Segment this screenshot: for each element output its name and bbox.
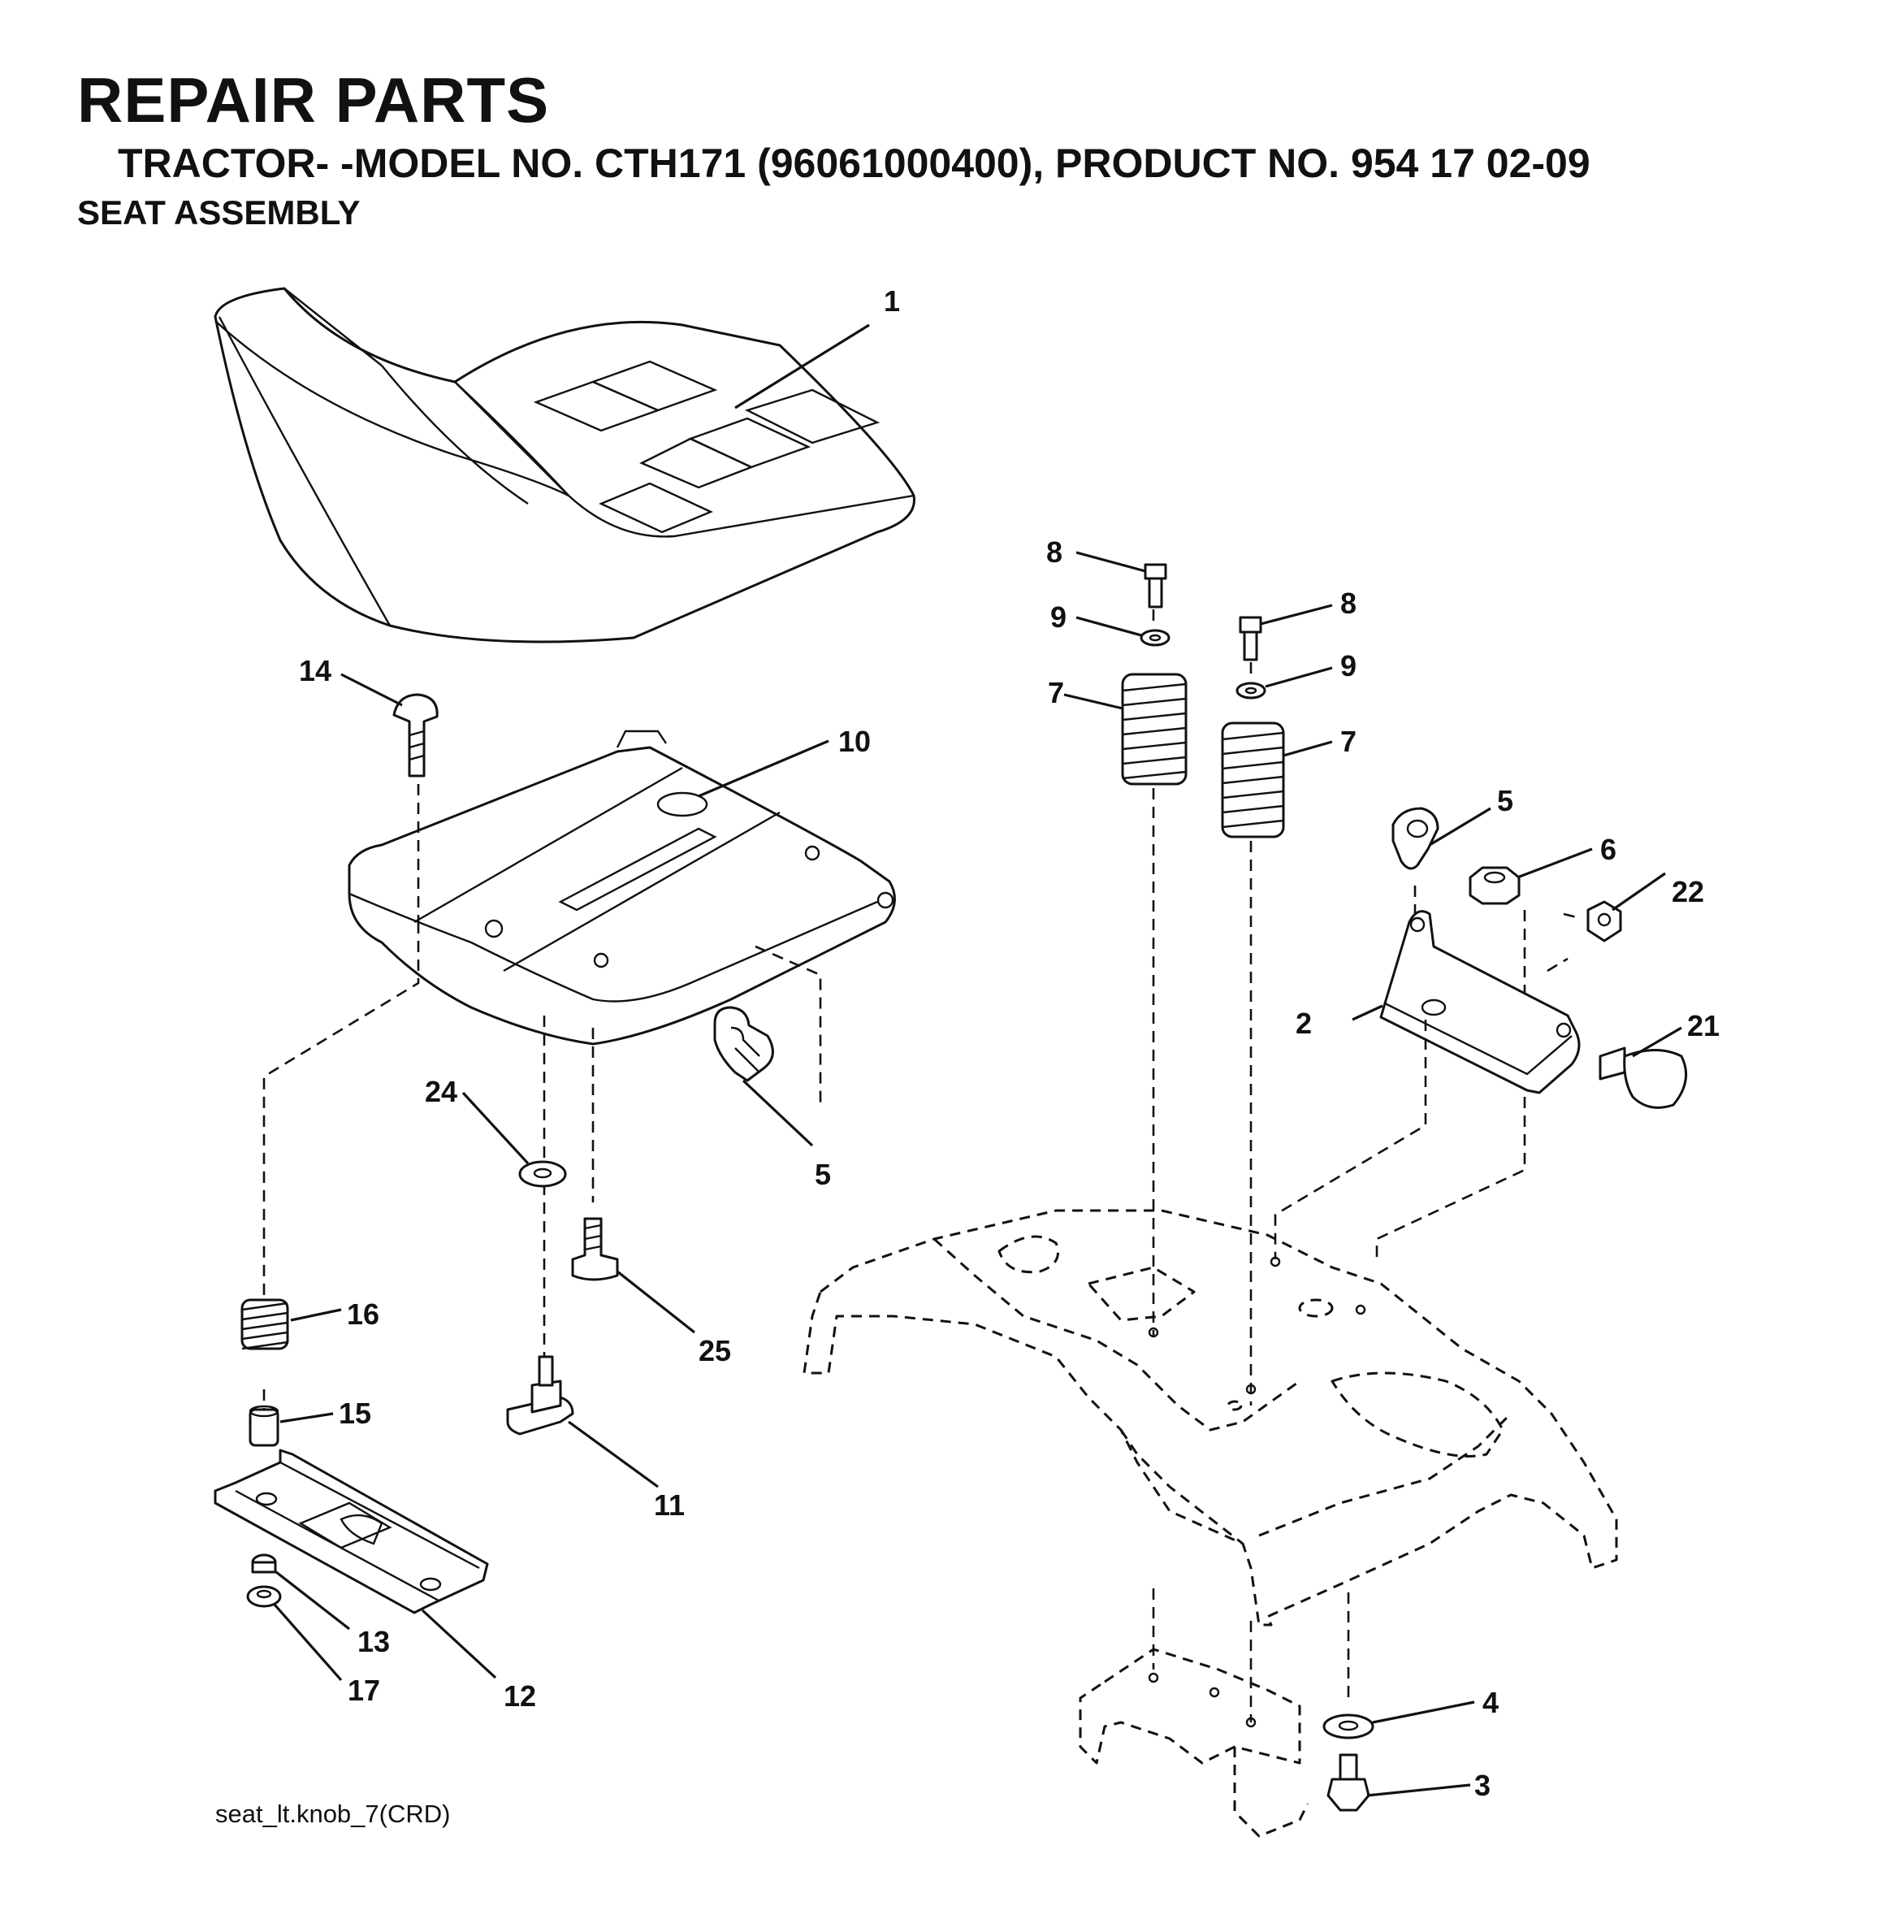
callout-17: 17 xyxy=(348,1674,380,1707)
drawing-id: seat_lt.knob_7(CRD) xyxy=(215,1800,451,1828)
section-title: SEAT ASSEMBLY xyxy=(77,193,361,232)
nut-part-17 xyxy=(246,1585,282,1608)
seat-part-1 xyxy=(214,287,915,643)
spacer-part-15 xyxy=(249,1405,279,1447)
leader-3 xyxy=(1366,1783,1471,1797)
model-subtitle: TRACTOR- -MODEL NO. CTH171 (96061000400)… xyxy=(118,141,1590,186)
spring-part-7-left xyxy=(1121,673,1188,786)
callout-9-right: 9 xyxy=(1340,649,1357,682)
seat-pan-part-10 xyxy=(348,730,896,1046)
callout-22: 22 xyxy=(1672,875,1704,908)
leader-12 xyxy=(421,1609,497,1679)
leader-4 xyxy=(1372,1700,1475,1724)
knob-part-11 xyxy=(506,1355,574,1436)
plate-part-12 xyxy=(214,1449,489,1614)
nut-part-6 xyxy=(1469,866,1521,905)
nut-part-13 xyxy=(251,1553,277,1574)
callout-6: 6 xyxy=(1600,833,1616,866)
callout-4: 4 xyxy=(1482,1686,1499,1719)
leader-14 xyxy=(340,673,403,707)
callout-11: 11 xyxy=(654,1488,685,1522)
callout-12: 12 xyxy=(504,1679,536,1713)
callout-13: 13 xyxy=(357,1625,390,1658)
bolt-part-8-left xyxy=(1144,563,1167,609)
frame-outline xyxy=(1079,1648,1309,1838)
page-title: REPAIR PARTS xyxy=(77,64,550,136)
leader-11 xyxy=(568,1420,659,1488)
leader-9-right xyxy=(1265,666,1333,688)
callout-3: 3 xyxy=(1474,1769,1491,1802)
leader-22 xyxy=(1612,872,1666,912)
leader-7-right xyxy=(1283,740,1333,757)
callout-8-right: 8 xyxy=(1340,587,1357,620)
bolt-part-14 xyxy=(392,693,439,778)
nut-part-22 xyxy=(1586,900,1622,942)
callout-9-left: 9 xyxy=(1050,600,1067,634)
callout-24: 24 xyxy=(425,1075,457,1108)
leader-21 xyxy=(1632,1026,1682,1058)
leader-1 xyxy=(734,323,870,409)
leader-8-right xyxy=(1260,604,1333,626)
leader-5-right xyxy=(1429,807,1491,847)
leader-15 xyxy=(279,1412,334,1423)
callout-25: 25 xyxy=(699,1334,731,1367)
leader-24 xyxy=(461,1091,530,1165)
assembly-line xyxy=(1375,910,1526,1259)
leader-10 xyxy=(698,739,829,798)
leader-2 xyxy=(1352,1004,1383,1021)
leader-7-left xyxy=(1063,693,1123,710)
tractor-body-outline xyxy=(803,1209,1618,1627)
bolt-part-21 xyxy=(1599,1046,1688,1109)
spring-part-7-right xyxy=(1221,721,1285,838)
leader-16 xyxy=(290,1308,342,1322)
callout-10: 10 xyxy=(838,725,871,758)
callout-7-right: 7 xyxy=(1340,725,1357,758)
leader-6 xyxy=(1517,847,1593,879)
callout-8-left: 8 xyxy=(1046,535,1062,569)
assembly-line xyxy=(1274,1020,1427,1259)
washer-part-24 xyxy=(518,1160,567,1188)
assembly-line xyxy=(755,945,822,1105)
clip-part-5-left xyxy=(713,1006,774,1082)
callout-7-left: 7 xyxy=(1048,676,1064,709)
assembly-line xyxy=(262,922,420,1308)
bolt-part-8-right xyxy=(1239,616,1262,661)
washer-part-4 xyxy=(1322,1713,1374,1739)
leader-5-left xyxy=(742,1079,814,1147)
assembly-line xyxy=(1547,912,1581,972)
leader-9-left xyxy=(1075,616,1142,637)
bolt-part-3 xyxy=(1326,1753,1370,1812)
leader-25 xyxy=(617,1270,695,1334)
washer-part-9-left xyxy=(1140,629,1171,647)
callout-5-right: 5 xyxy=(1497,784,1513,817)
callout-5-left: 5 xyxy=(815,1158,831,1191)
callout-1: 1 xyxy=(884,284,900,318)
callout-21: 21 xyxy=(1687,1009,1720,1042)
leader-8-left xyxy=(1075,551,1146,573)
callout-16: 16 xyxy=(347,1297,379,1331)
spring-part-16 xyxy=(240,1298,289,1350)
leader-17 xyxy=(273,1603,343,1682)
bolt-part-25 xyxy=(571,1217,619,1281)
clip-part-5-right xyxy=(1391,807,1439,870)
callout-2: 2 xyxy=(1296,1007,1312,1040)
leader-13 xyxy=(275,1570,350,1631)
callout-15: 15 xyxy=(339,1397,371,1430)
callout-14: 14 xyxy=(299,654,331,687)
bracket-part-2 xyxy=(1379,910,1581,1094)
washer-part-9-right xyxy=(1235,682,1266,700)
assembly-line xyxy=(1152,1588,1350,1722)
